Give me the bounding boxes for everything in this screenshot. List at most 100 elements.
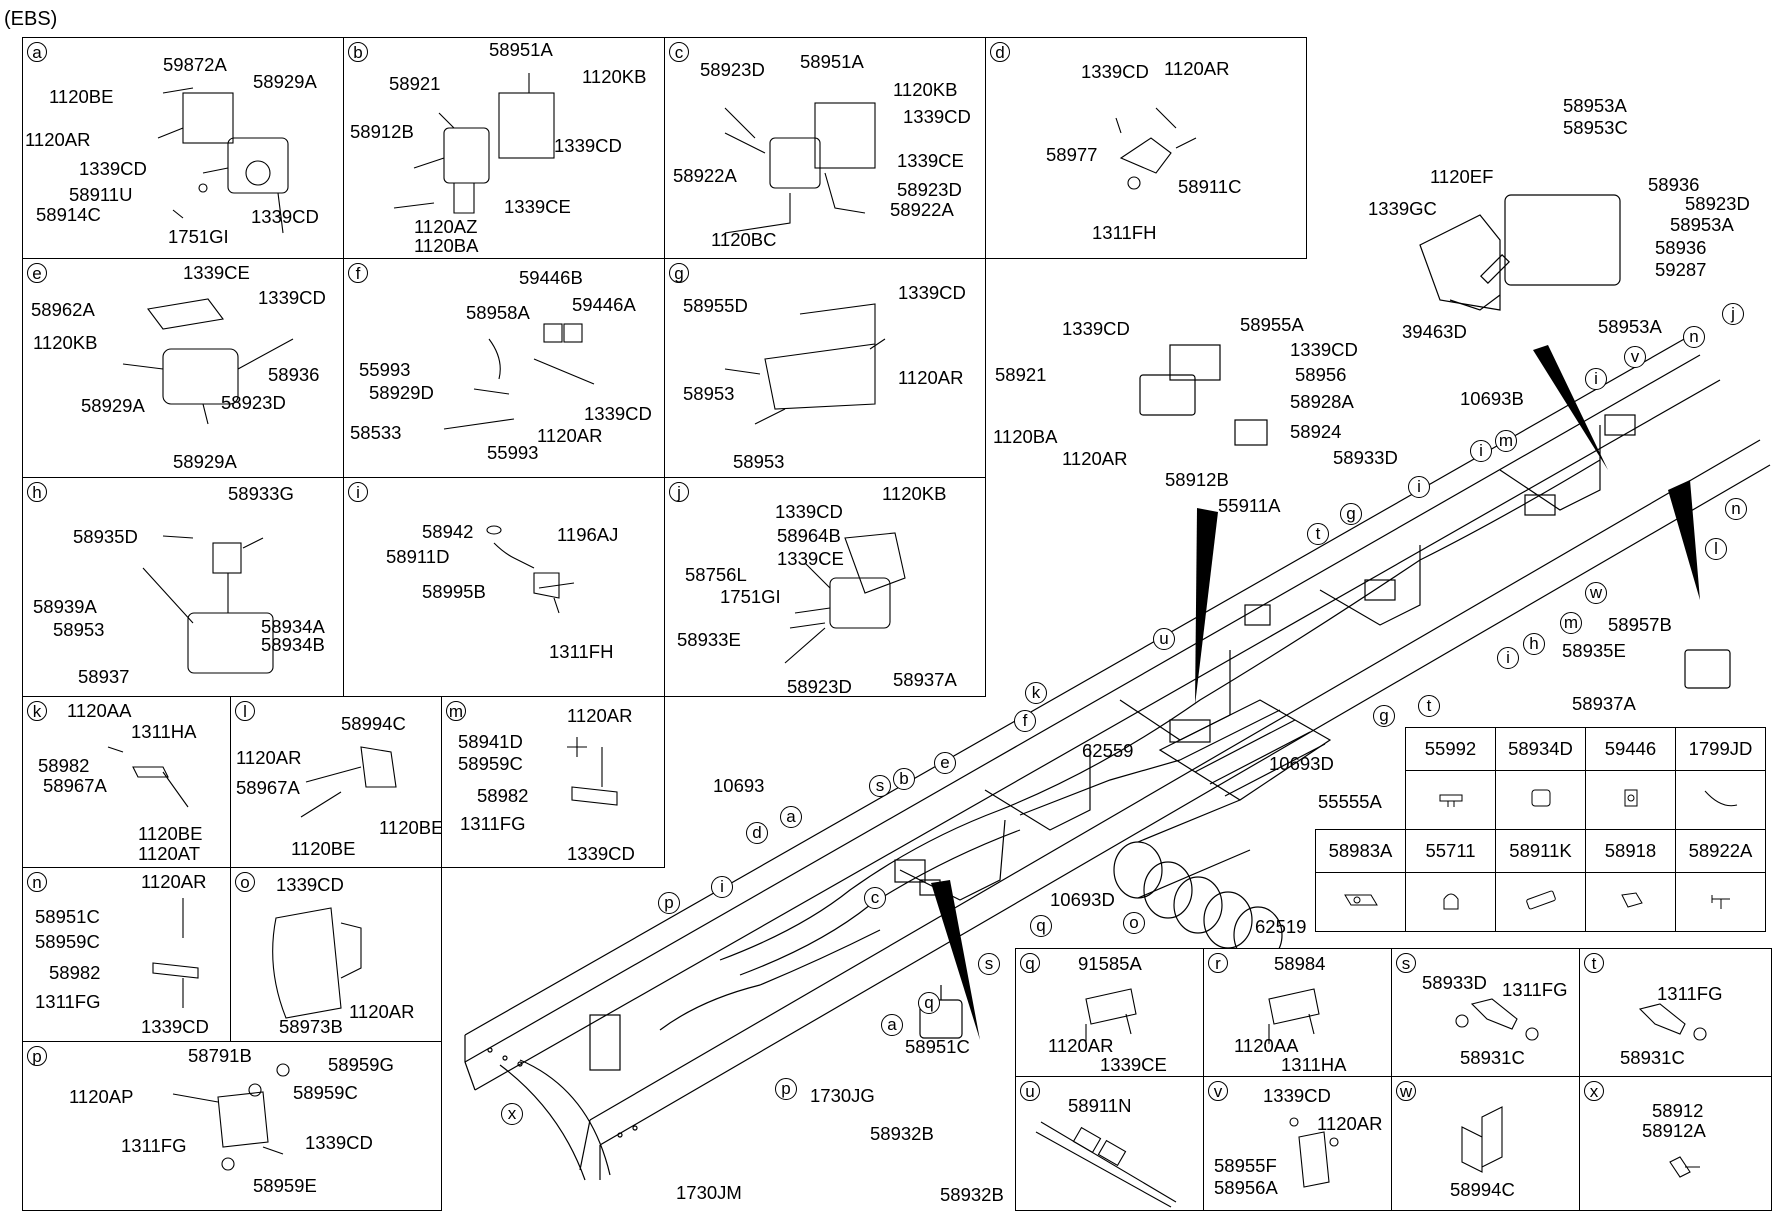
part-label: 58956A (1214, 1177, 1278, 1198)
part-label: 1339CD (276, 874, 344, 895)
part-label: 58912B (350, 121, 414, 142)
part-label: 58936 (268, 364, 320, 385)
part-label: 1196AJ (557, 524, 619, 545)
part-label: 59446B (519, 267, 583, 288)
part-label: 1120KB (893, 79, 958, 100)
detail-panel-b: b 58951A 58921 1120KB 58912B 1339CD 1120… (343, 37, 665, 259)
panel-letter: b (348, 42, 368, 62)
part-label: 58911U (69, 184, 133, 205)
part-label: 1339CE (183, 262, 250, 283)
detail-i-parts (486, 525, 575, 614)
detail-panel-u: u 58911N (1015, 1076, 1204, 1211)
part-label: 58951A (800, 51, 864, 72)
part-label: 1311FH (549, 641, 614, 662)
part-label: 58933E (677, 629, 741, 650)
callout-letter: q (918, 992, 940, 1014)
main-part-label: 1339CD (1290, 339, 1358, 360)
part-label: 1339CD (79, 158, 147, 179)
detail-panel-j: j 1339CD 1120KB 58964B 1339CE 58756L 175… (664, 477, 986, 697)
callout-letter: l (1705, 538, 1727, 560)
part-label: 1120BC (711, 229, 777, 250)
legend-part-icon (1675, 872, 1766, 932)
callout-letter: i (1497, 647, 1519, 669)
part-label: 58982 (477, 785, 529, 806)
part-label: 58982 (38, 755, 90, 776)
legend-part-number: 58911K (1495, 829, 1586, 873)
part-label: 58923D (700, 59, 765, 80)
part-label: 58951C (35, 906, 100, 927)
part-label: 58995B (422, 581, 486, 602)
main-part-label: 58956 (1295, 364, 1347, 385)
main-part-label: 62519 (1255, 916, 1307, 937)
detail-panel-d: d 1339CD 1120AR 58977 58911C 1311FH (985, 37, 1307, 259)
callout-letter: p (658, 892, 680, 914)
callout-letter: s (978, 953, 1000, 975)
part-label: 58958A (466, 302, 530, 323)
panel-letter: h (27, 482, 47, 502)
main-part-label: 62559 (1082, 740, 1134, 761)
part-label: 58964B (777, 525, 841, 546)
callout-letter: m (1495, 430, 1517, 452)
part-label: 58962A (31, 299, 95, 320)
callout-letter: o (1123, 912, 1145, 934)
part-label: 1311FG (1657, 983, 1723, 1004)
main-part-label: 1339CD (1062, 318, 1130, 339)
panel-letter: r (1208, 953, 1228, 973)
part-label: 58922A (890, 199, 954, 220)
detail-c-parts (724, 102, 876, 234)
detail-panel-v: v 1339CD 1120AR 58955F 58956A (1203, 1076, 1392, 1211)
part-label: 1120AZ (414, 216, 478, 237)
detail-v-parts (1289, 1117, 1339, 1188)
detail-panel-m: m 1120AR 58941D 58959C 58982 1311FG 1339… (441, 696, 665, 868)
part-label: 59446A (572, 294, 636, 315)
part-label: 1120AR (25, 129, 91, 150)
callout-letter: x (501, 1103, 523, 1125)
callout-letter: i (1470, 440, 1492, 462)
part-label: 1120AR (1164, 58, 1230, 79)
main-part-label: 58955A (1240, 314, 1304, 335)
main-part-label: 10693B (1460, 388, 1524, 409)
part-label: 58939A (33, 596, 97, 617)
part-label: 1120AP (69, 1086, 134, 1107)
detail-panel-o: o 1339CD 58973B 1120AR (230, 867, 442, 1042)
legend-part-number: 1799JD (1675, 727, 1766, 771)
callout-letter: t (1307, 523, 1329, 545)
part-label: 58933D (1422, 972, 1487, 993)
legend-part-number: 55992 (1405, 727, 1496, 771)
diagram-title: (EBS) (4, 8, 58, 30)
main-part-label: 58932B (870, 1123, 934, 1144)
part-label: 58756L (685, 564, 747, 585)
part-label: 58959E (253, 1175, 317, 1196)
main-part-label: 58953A (1598, 316, 1662, 337)
part-label: 1120KB (882, 483, 947, 504)
panel-letter: k (27, 701, 47, 721)
panel-letter: u (1020, 1081, 1040, 1101)
part-label: 58922A (673, 165, 737, 186)
detail-panel-k: k 1120AA 1311HA 58982 58967A 1120BE 1120… (22, 696, 231, 868)
part-label: 58934B (261, 634, 325, 655)
legend-part-icon (1675, 770, 1766, 830)
legend-part-icon (1495, 872, 1586, 932)
part-label: 58914C (36, 204, 101, 225)
callout-letter: s (869, 775, 891, 797)
part-label: 1311FH (1092, 222, 1157, 243)
main-part-label: 58933D (1333, 447, 1398, 468)
part-label: 58951A (489, 39, 553, 60)
callout-letter: n (1683, 326, 1705, 348)
part-label: 58911D (386, 546, 450, 567)
detail-l-parts (300, 746, 397, 818)
main-part-label: 58921 (995, 364, 1047, 385)
detail-t-parts (1638, 1003, 1707, 1041)
part-label: 1311HA (1281, 1054, 1347, 1075)
panel-letter: m (446, 701, 466, 721)
main-part-label: 58923D (1685, 193, 1750, 214)
part-label: 1339CD (903, 106, 971, 127)
callout-letter: p (775, 1078, 797, 1100)
part-label: 58923D (221, 392, 286, 413)
panel-letter: a (27, 42, 47, 62)
part-label: 1339CE (1100, 1054, 1167, 1075)
detail-panel-w: w 58994C (1391, 1076, 1580, 1211)
callout-letter: g (1340, 503, 1362, 525)
part-label: 1120BA (414, 235, 479, 256)
part-label: 58973B (279, 1016, 343, 1037)
